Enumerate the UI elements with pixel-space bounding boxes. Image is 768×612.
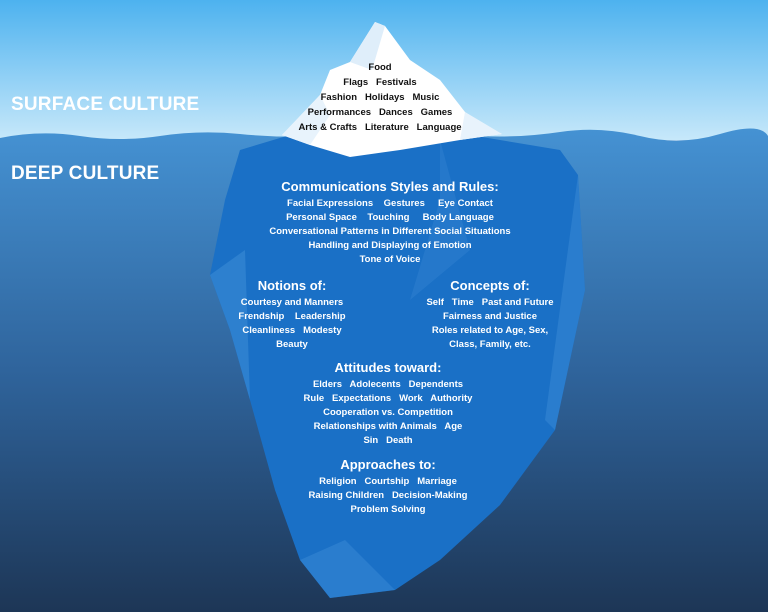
section-line: Problem Solving [350, 504, 426, 515]
surface-items: Food Flags Festivals Fashion Holidays Mu… [290, 60, 470, 135]
section-line: Personal Space Touching Body Language [286, 212, 494, 223]
iceberg-tip [282, 22, 502, 157]
section-line: Facial Expressions Gestures Eye Contact [287, 198, 493, 209]
section-line: Tone of Voice [359, 254, 421, 265]
section-line: Sin Death [363, 435, 413, 446]
section-heading: Approaches to: [340, 457, 436, 472]
surface-item-line: Food [368, 62, 392, 73]
section-heading: Attitudes toward: [334, 360, 442, 375]
surface-item-line: Fashion Holidays Music [320, 92, 440, 103]
section-heading: Communications Styles and Rules: [281, 179, 499, 194]
concepts-section: Concepts of: Self Time Past and Future F… [420, 278, 560, 352]
section-line: Beauty [276, 339, 308, 350]
surface-item-line: Performances Dances Games [307, 107, 453, 118]
section-line: Cooperation vs. Competition [323, 407, 453, 418]
section-line: Courtesy and Manners [240, 297, 344, 308]
section-line: Handling and Displaying of Emotion [308, 240, 472, 251]
section-line: Fairness and Justice [443, 311, 537, 322]
section-line: Conversational Patterns in Different Soc… [269, 226, 511, 237]
section-line: Self Time Past and Future [426, 297, 554, 308]
surface-culture-label: SURFACE CULTURE [11, 94, 200, 115]
surface-item-line: Flags Festivals [343, 77, 417, 88]
approaches-section: Approaches to: Religion Courtship Marria… [288, 457, 488, 517]
section-line: Roles related to Age, Sex, [431, 325, 549, 336]
surface-item-line: Arts & Crafts Literature Language [298, 122, 462, 133]
section-line: Class, Family, etc. [449, 339, 531, 350]
notions-section: Notions of: Courtesy and Manners Frendsh… [232, 278, 352, 352]
communication-section: Communications Styles and Rules: Facial … [260, 179, 520, 267]
section-line: Cleanliness Modesty [242, 325, 342, 336]
section-heading: Notions of: [257, 278, 327, 293]
section-line: Rule Expectations Work Authority [303, 393, 473, 404]
iceberg-underwater [210, 135, 585, 598]
section-line: Raising Children Decision-Making [308, 490, 468, 501]
attitudes-section: Attitudes toward: Elders Adolecents Depe… [288, 360, 488, 448]
section-line: Elders Adolecents Dependents [312, 379, 464, 390]
deep-culture-label: DEEP CULTURE [11, 163, 160, 184]
section-line: Frendship Leadership [238, 311, 346, 322]
section-line: Religion Courtship Marriage [319, 476, 457, 487]
section-heading: Concepts of: [450, 278, 530, 293]
section-line: Relationships with Animals Age [313, 421, 463, 432]
